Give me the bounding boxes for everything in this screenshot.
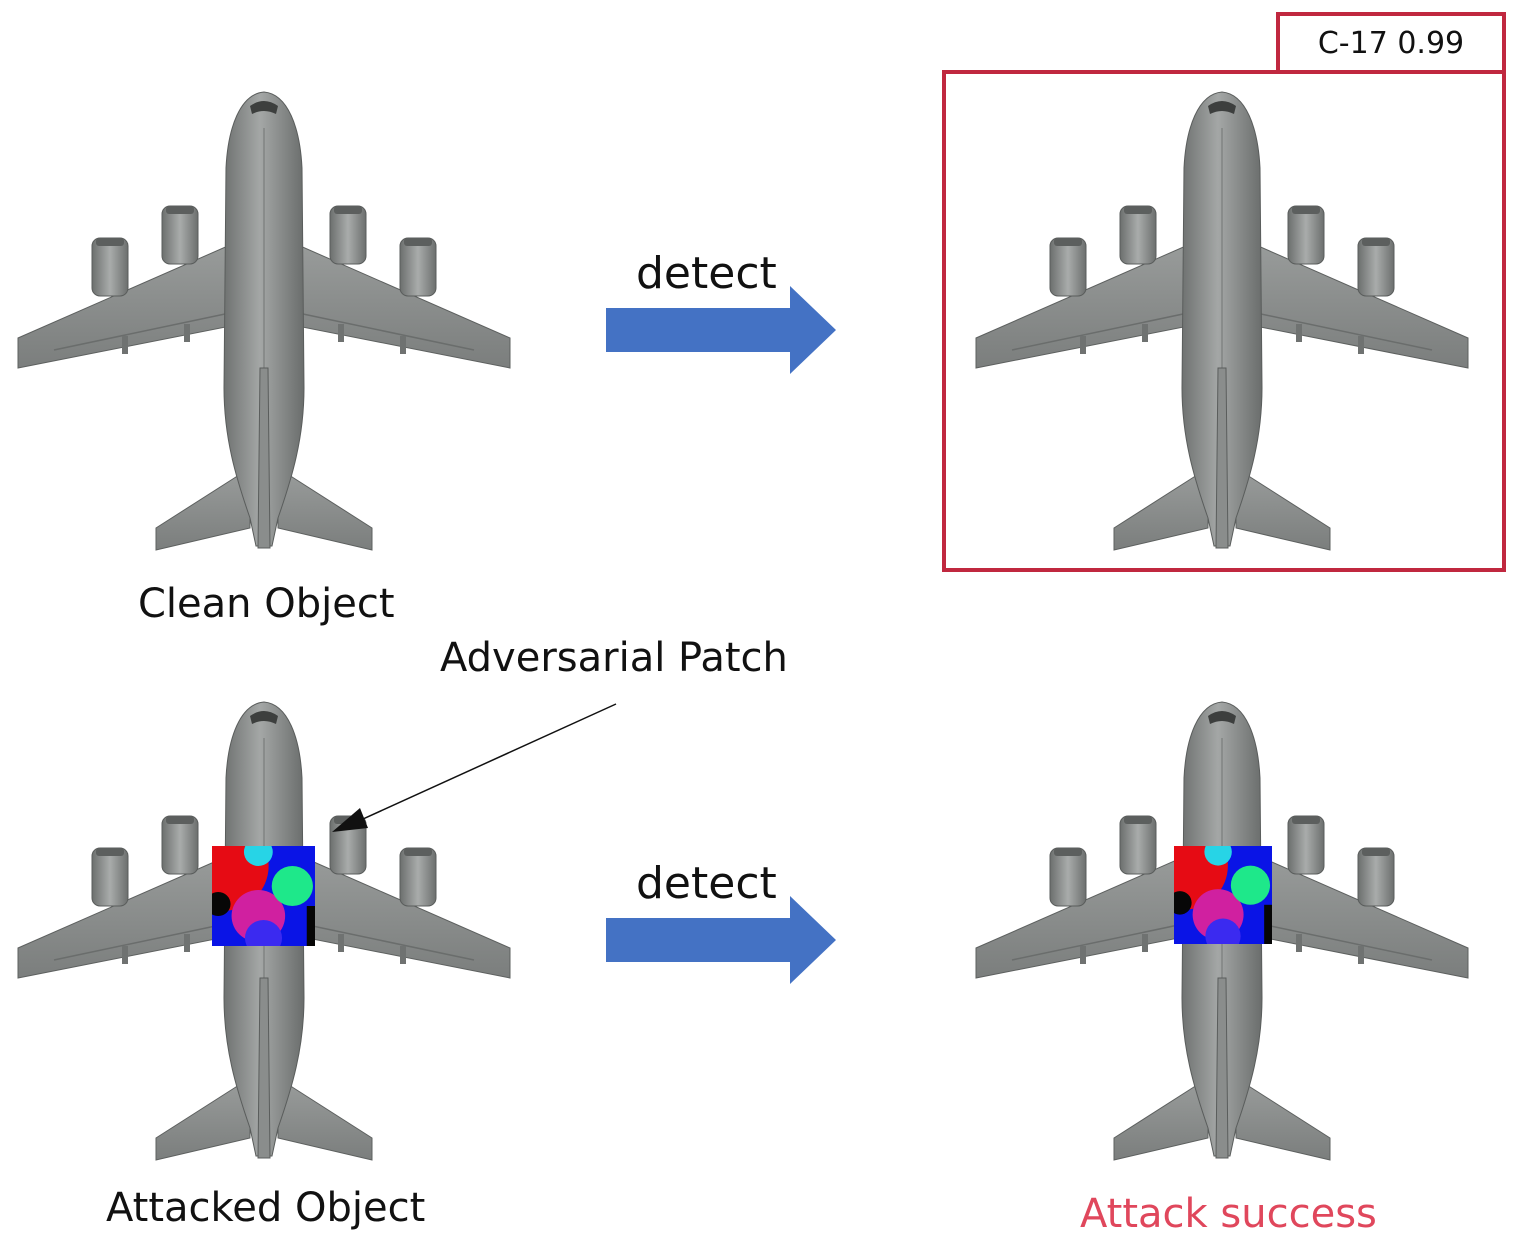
- clean-object-label: Clean Object: [138, 581, 395, 627]
- attack-success-label: Attack success: [1080, 1191, 1377, 1237]
- right-arrow-icon: [606, 286, 836, 374]
- adversarial-patch-icon: [212, 846, 315, 946]
- adversarial-patch-label: Adversarial Patch: [440, 635, 788, 681]
- detect-label-top: detect: [636, 248, 777, 299]
- attacked-object-label: Attacked Object: [106, 1185, 426, 1231]
- clean-aircraft-icon: [17, 91, 511, 551]
- adversarial-patch-icon: [1174, 846, 1272, 944]
- detect-label-bottom: detect: [636, 858, 777, 909]
- detection-result-tag: C-17 0.99: [1276, 12, 1506, 70]
- detected-aircraft-icon: [975, 91, 1469, 551]
- detection-bounding-box: [942, 70, 1506, 572]
- right-arrow-icon: [606, 896, 836, 984]
